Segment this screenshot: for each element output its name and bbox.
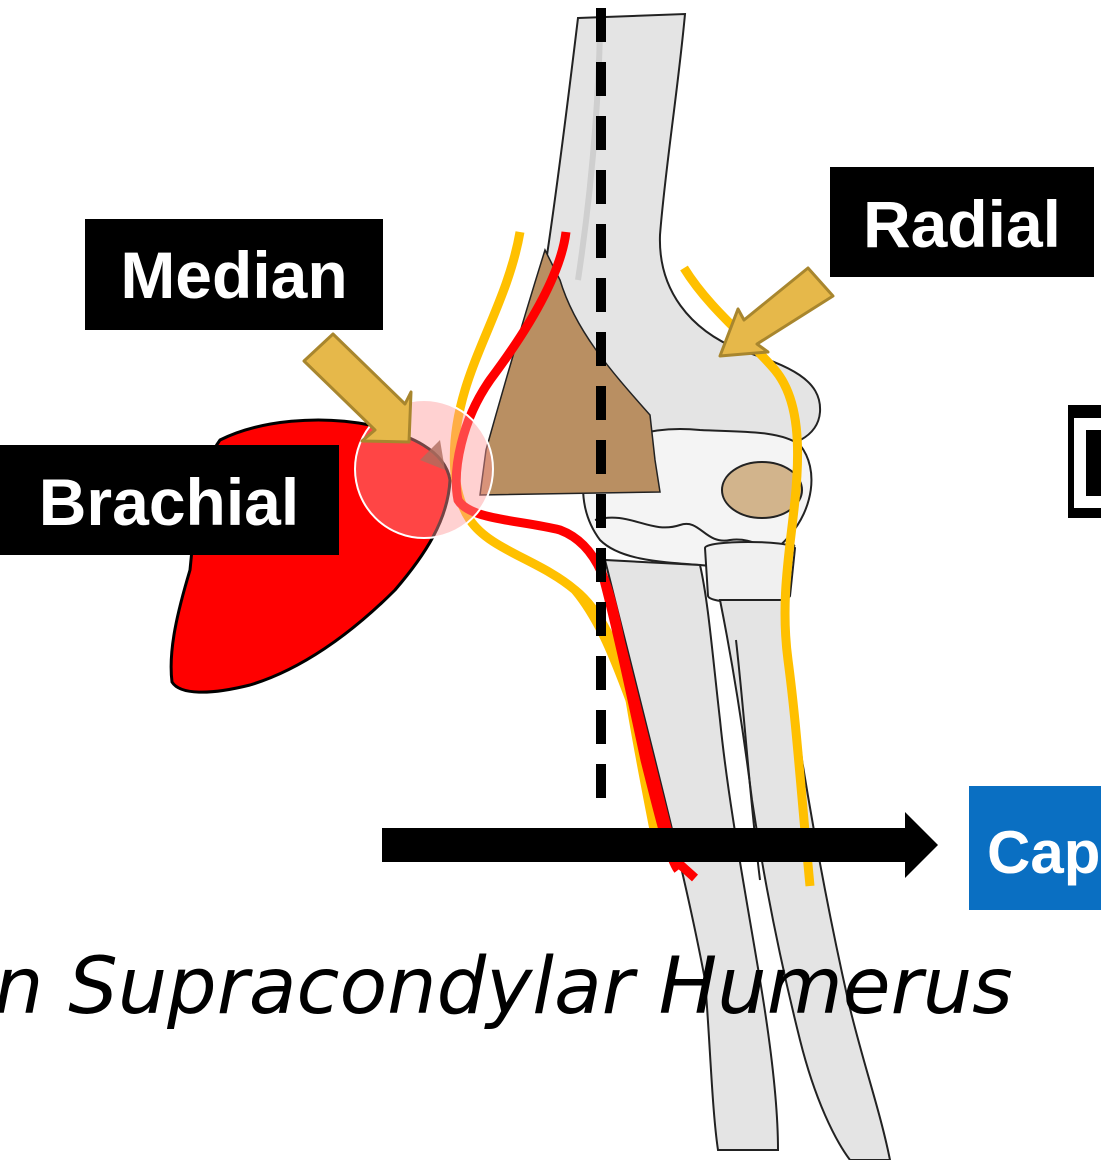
radial-label: Radial (863, 187, 1061, 261)
brachial-label: Brachial (39, 465, 299, 539)
blue-label-text: Cap (987, 819, 1100, 886)
caption: n Supracondylar Humerus (0, 942, 1013, 1032)
radial-pointer-arrow (720, 268, 833, 356)
median-label: Median (120, 238, 347, 312)
partial-label-glyph-inner (1086, 430, 1101, 496)
